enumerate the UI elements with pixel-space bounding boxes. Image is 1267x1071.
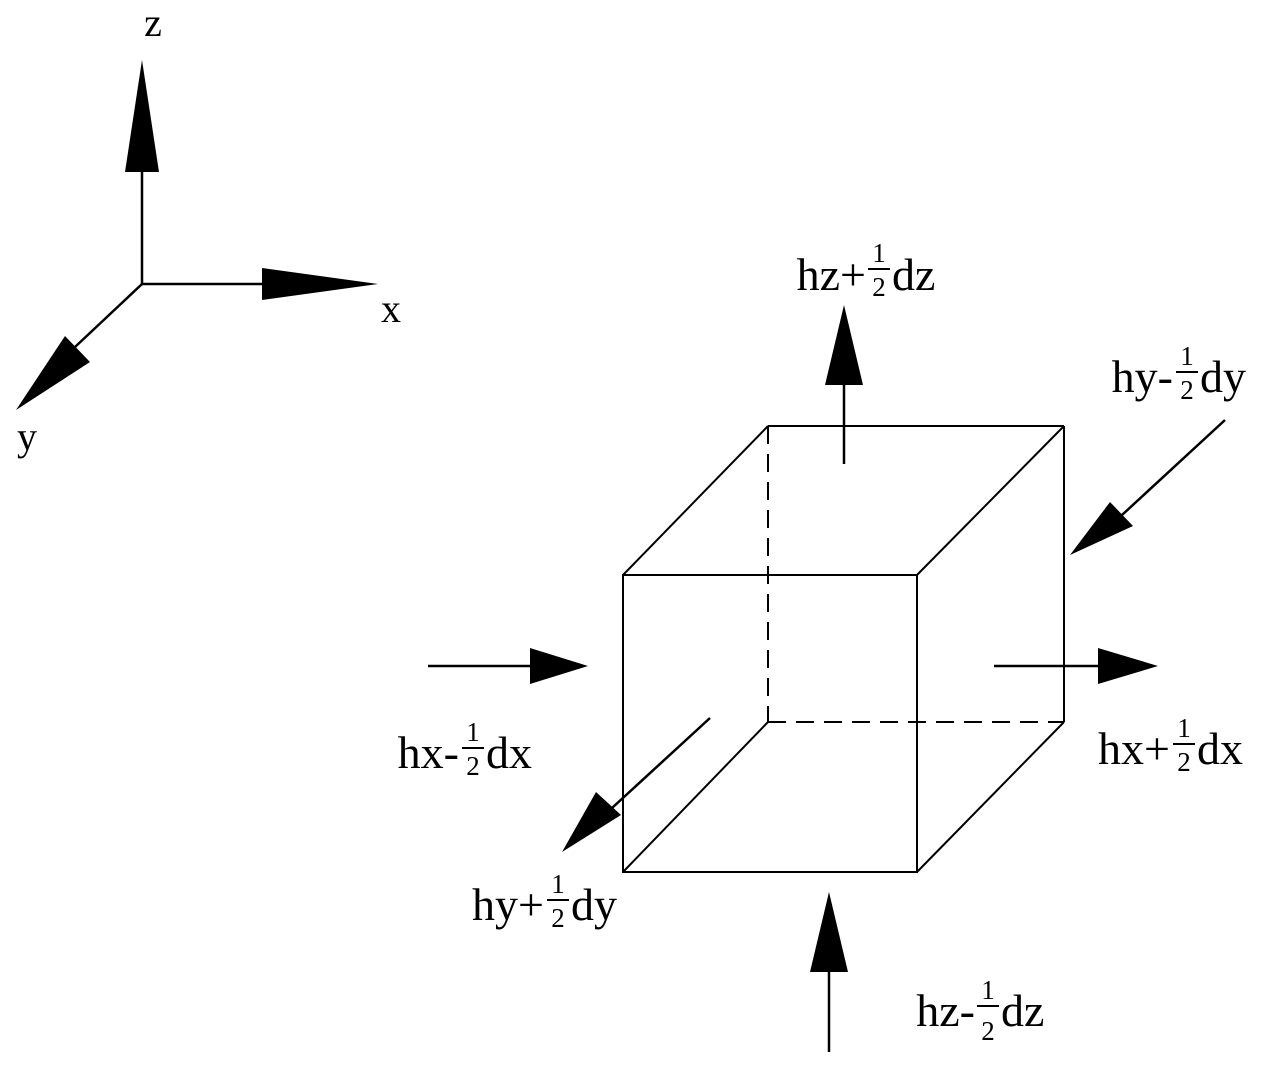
flux-label-hx-left-numerator: 1 — [466, 717, 480, 747]
cube-hidden-depth-edge — [622, 721, 769, 873]
flux-arrow-hx-left — [428, 648, 588, 684]
flux-label-hy-back-denominator: 2 — [1180, 375, 1194, 405]
x-axis-arrowhead — [262, 268, 378, 300]
cube-bottom-right-edge — [916, 721, 1065, 873]
flux-label-hy-front-numerator: 1 — [551, 869, 565, 899]
hz-bottom-arrowhead — [810, 892, 848, 972]
flux-label-hz-top-differential: dz — [892, 249, 935, 300]
hy-front-arrowhead — [562, 792, 621, 852]
flux-label-hx-right-denominator: 2 — [1177, 747, 1191, 777]
flux-label-hx-left-denominator: 2 — [466, 751, 480, 781]
flux-label-hy-back-term: hy- — [1112, 351, 1173, 402]
coordinate-axes: z x y — [16, 0, 401, 459]
y-axis-arrowhead — [16, 336, 90, 410]
flux-label-hy-front-differential: dy — [571, 879, 617, 930]
flux-label-hz-bottom-term: hz- — [916, 985, 975, 1036]
flux-label-hz-bottom-numerator: 1 — [981, 975, 995, 1005]
hy-back-shaft — [1121, 419, 1226, 516]
flux-arrow-hy-front — [562, 717, 711, 852]
hy-back-arrowhead — [1070, 502, 1133, 555]
y-axis-label: y — [17, 414, 37, 459]
flux-label-hy-back: hy- 1 2 dy — [1112, 341, 1246, 405]
y-axis-shaft — [74, 283, 143, 348]
cube-top-left-edge — [622, 425, 769, 576]
flux-label-hy-front-term: hy+ — [472, 879, 544, 930]
flux-label-hx-right: hx+ 1 2 dx — [1098, 713, 1243, 777]
z-axis-label: z — [144, 0, 162, 45]
flux-label-hx-left-term: hx- — [398, 727, 459, 778]
flux-label-hx-right-differential: dx — [1197, 723, 1243, 774]
control-volume-cube — [622, 425, 1065, 873]
hz-top-arrowhead — [825, 305, 863, 385]
flux-label-hy-back-numerator: 1 — [1180, 341, 1194, 371]
flux-label-hz-bottom-differential: dz — [1001, 985, 1044, 1036]
flux-label-hy-front-denominator: 2 — [551, 903, 565, 933]
flux-label-hy-front: hy+ 1 2 dy — [472, 869, 617, 933]
flux-label-hz-bottom-denominator: 2 — [981, 1016, 995, 1046]
hx-left-arrowhead — [530, 648, 588, 684]
flux-label-hx-right-term: hx+ — [1098, 723, 1170, 774]
flux-label-hz-top-term: hz+ — [797, 249, 866, 300]
flux-label-hy-back-differential: dy — [1200, 351, 1246, 402]
flux-arrow-hy-back — [1070, 419, 1226, 555]
z-axis-arrowhead — [125, 60, 159, 172]
flux-arrow-hz-top — [825, 305, 863, 464]
flux-label-hz-top: hz+ 1 2 dz — [797, 238, 936, 302]
flux-arrow-hz-bottom — [810, 892, 848, 1052]
flux-arrow-hx-right — [994, 648, 1158, 684]
flux-label-hx-right-numerator: 1 — [1177, 713, 1191, 743]
cube-front-face — [622, 574, 918, 873]
flux-label-hz-top-numerator: 1 — [872, 238, 886, 268]
x-axis-label: x — [381, 286, 401, 331]
flux-label-hx-left: hx- 1 2 dx — [398, 717, 532, 781]
hx-right-arrowhead — [1098, 648, 1158, 684]
flux-label-hz-top-denominator: 2 — [872, 272, 886, 302]
cube-top-right-edge — [916, 425, 1065, 576]
flux-label-hx-left-differential: dx — [486, 727, 532, 778]
flux-label-hz-bottom: hz- 1 2 dz — [916, 975, 1044, 1046]
hy-front-shaft — [611, 717, 711, 809]
